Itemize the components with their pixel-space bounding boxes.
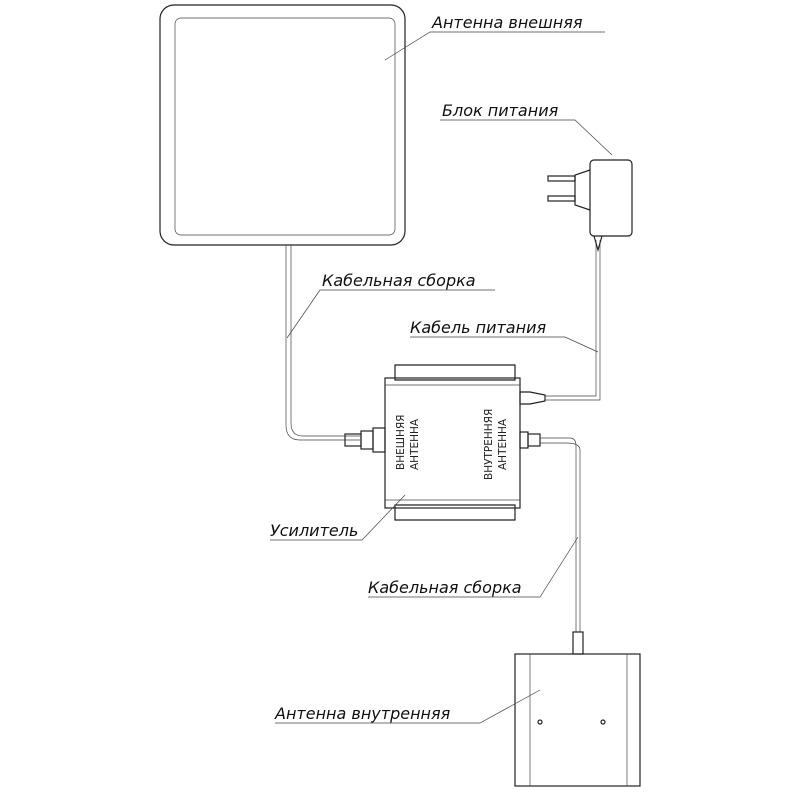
cable-assembly-2 bbox=[540, 437, 581, 632]
port-label-inner-1: ВНУТРЕННЯЯ bbox=[483, 409, 495, 480]
amplifier: ВНЕШНЯЯ АНТЕННА ВНУТРЕННЯЯ АНТЕННА bbox=[384, 364, 521, 521]
power-cable bbox=[519, 240, 601, 405]
label-power-cable: Кабель питания bbox=[410, 318, 546, 337]
outdoor-antenna bbox=[159, 4, 406, 246]
label-amplifier: Усилитель bbox=[270, 521, 358, 540]
connector-inner bbox=[519, 431, 541, 449]
port-label-outer-2: АНТЕННА bbox=[409, 418, 421, 470]
connector-indoor bbox=[572, 631, 584, 655]
label-cable-assembly-1: Кабельная сборка bbox=[322, 271, 476, 290]
label-power-supply: Блок питания bbox=[442, 101, 559, 120]
power-supply bbox=[547, 159, 633, 253]
port-label-outer-1: ВНЕШНЯЯ bbox=[395, 415, 407, 470]
label-outdoor-antenna: Антенна внешняя bbox=[431, 13, 583, 32]
label-indoor-antenna: Антенна внутренняя bbox=[274, 704, 451, 723]
label-cable-assembly-2: Кабельная сборка bbox=[368, 578, 522, 597]
indoor-antenna bbox=[514, 653, 641, 787]
cable-assembly-1 bbox=[285, 245, 360, 441]
leader-lines bbox=[270, 31, 613, 724]
port-label-inner-2: АНТЕННА bbox=[497, 418, 509, 470]
